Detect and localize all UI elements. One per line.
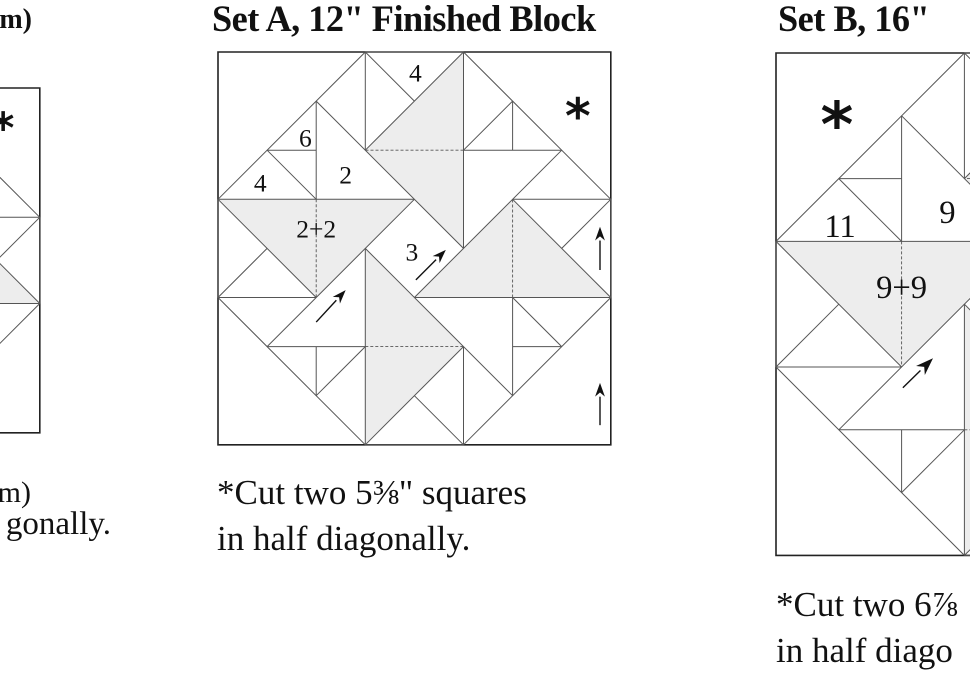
shaded-triangle: [0, 263, 40, 304]
seam-line: [513, 298, 562, 347]
seam-line: [218, 298, 365, 445]
seam-line: [464, 298, 611, 445]
set-a-title: Set A, 12" Finished Block: [212, 0, 596, 40]
seam-line: [0, 217, 40, 260]
seam-line: [365, 52, 414, 101]
piece-label: 4: [254, 169, 267, 198]
seam-line: [414, 150, 561, 297]
seam-line: [776, 53, 964, 241]
seam-line: [316, 347, 365, 396]
left-caption-line-1: m): [0, 476, 31, 509]
star-icon: *: [820, 89, 853, 162]
seam-line: [365, 52, 463, 150]
seam-line: [267, 150, 316, 199]
seam-line: [776, 367, 964, 555]
piece-label: 6: [299, 123, 312, 152]
shaded-triangle: [365, 52, 464, 249]
seam-line: [562, 199, 611, 248]
left-title-fragment: m): [0, 4, 32, 35]
seam-line: [218, 248, 267, 297]
shaded-triangle: [414, 199, 611, 298]
set-a-caption: *Cut two 5⅜" squares in half diagonally.: [217, 470, 527, 562]
seam-line: [365, 248, 512, 395]
left-star-icon: *: [0, 104, 14, 154]
seam-line: [839, 241, 970, 429]
grain-arrow-icon: [316, 290, 345, 322]
set-b-caption: *Cut two 6⅞ in half diago: [776, 582, 958, 674]
grain-arrow-icon: [595, 382, 605, 425]
seam-line: [316, 101, 463, 248]
seam-line: [365, 347, 463, 445]
piece-label: 3: [406, 237, 419, 266]
seam-line: [902, 116, 970, 304]
seam-line: [902, 430, 965, 493]
seam-line: [839, 179, 902, 242]
piece-label: 4: [409, 59, 422, 88]
grain-arrow-icon: [595, 226, 605, 270]
set-a-caption-line-2: in half diagonally.: [217, 519, 471, 558]
seam-line: [464, 52, 611, 199]
piece-label: 2: [339, 160, 352, 189]
piece-label: 9+9: [876, 270, 927, 306]
shaded-triangle: [218, 199, 415, 298]
shaded-triangle: [365, 248, 464, 445]
set-b-caption-line-2: in half diago: [776, 631, 953, 670]
set-b-title: Set B, 16": [778, 0, 930, 40]
set-a-block-diagram: 4 6 2 4 2+2 3 *: [218, 52, 611, 445]
grain-arrow-icon: [416, 250, 446, 280]
seam-line: [0, 304, 40, 433]
shaded-triangle: [776, 241, 970, 367]
seam-line: [218, 52, 365, 199]
piece-label: 11: [824, 209, 855, 245]
piece-label: 2+2: [296, 214, 336, 243]
set-b-block-diagram: 11 9 9+9 *: [776, 53, 970, 555]
set-a-caption-line-1: *Cut two 5⅜" squares: [217, 473, 527, 512]
left-caption-line-2: gonally.: [5, 506, 111, 542]
seam-line: [964, 53, 970, 179]
piece-label: 9: [939, 195, 955, 231]
seam-line: [964, 53, 970, 116]
star-icon: *: [565, 87, 591, 145]
set-b-caption-line-1: *Cut two 6⅞: [776, 585, 958, 624]
seam-line: [464, 101, 513, 150]
left-block-diagram: *: [0, 88, 40, 433]
grain-arrow-icon: [903, 358, 933, 388]
seam-line: [0, 88, 40, 217]
seam-line: [414, 396, 463, 445]
seam-line: [267, 199, 414, 346]
seam-line: [513, 199, 611, 297]
seam-line: [218, 199, 316, 297]
seam-line: [776, 304, 839, 367]
seam-line: [0, 217, 40, 303]
